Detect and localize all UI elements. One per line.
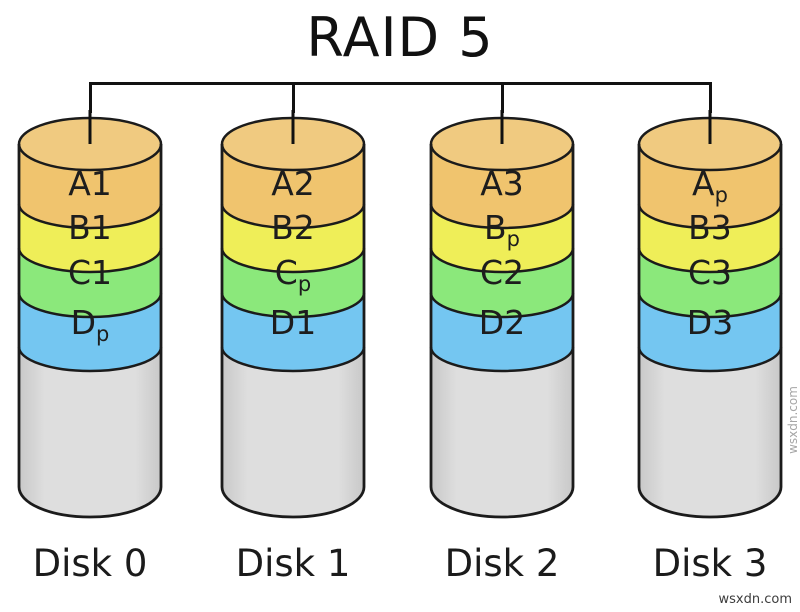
disk-0-block-2-label: C1 xyxy=(68,253,112,292)
disk-3-block-2-label: C3 xyxy=(688,253,732,292)
disk-1-block-1-label: B2 xyxy=(271,208,315,247)
disk-1-stripe-3 xyxy=(222,293,364,371)
disk-0-stripe-edge-1 xyxy=(17,247,163,274)
bus-drop-line-3 xyxy=(708,82,712,113)
watermark-side: wsxdn.com xyxy=(786,386,800,454)
disk-outline-1 xyxy=(220,144,366,519)
disk-0-stripe-0 xyxy=(19,144,161,228)
disk-2-stripe-edge-1 xyxy=(429,247,575,274)
disk-2-block-0-label: A3 xyxy=(480,164,524,203)
bus-drop-line-1 xyxy=(291,82,295,113)
disk-body-2 xyxy=(431,347,573,517)
disk-body-0 xyxy=(19,347,161,517)
disk-0-block-0-label: A1 xyxy=(68,164,112,203)
disk-0-stripe-edge-2 xyxy=(17,292,163,319)
disk-3-stripe-0 xyxy=(639,144,781,228)
disk-1-block-0-label: A2 xyxy=(271,164,315,203)
disk-0-stripe-2 xyxy=(19,248,161,317)
disk-3-stripe-edge-1 xyxy=(637,247,783,274)
disk-2-stripe-edge-3 xyxy=(429,346,575,373)
disk-name-label-1: Disk 1 xyxy=(235,542,351,585)
disk-3-stripe-3 xyxy=(639,293,781,371)
disk-0-stripe-edge-0 xyxy=(17,203,163,230)
disk-0-block-3-label: Dp xyxy=(71,303,110,346)
disk-3-block-3-label: D3 xyxy=(687,303,733,342)
disk-0-block-1-label: B1 xyxy=(68,208,112,247)
disk-outline-2 xyxy=(429,144,575,519)
disk-outline-0 xyxy=(17,144,163,519)
disk-2-block-2-label: C2 xyxy=(480,253,524,292)
disk-2-stripe-edge-0 xyxy=(429,203,575,230)
page-title: RAID 5 xyxy=(306,6,494,69)
disk-2-stripe-3 xyxy=(431,293,573,371)
disk-2-block-1-label: Bp xyxy=(484,208,520,251)
disk-2-stripe-edge-2 xyxy=(429,292,575,319)
bus-drop-line-2 xyxy=(500,82,504,113)
disk-3-stripe-2 xyxy=(639,248,781,317)
disk-1-stripe-edge-2 xyxy=(220,292,366,319)
disk-3-block-0-label: Ap xyxy=(692,164,728,207)
disk-1-stripe-edge-3 xyxy=(220,346,366,373)
disk-1-stripe-2 xyxy=(222,248,364,317)
disk-3-stripe-edge-0 xyxy=(637,203,783,230)
disk-3-block-1-label: B3 xyxy=(688,208,732,247)
disk-1-stripe-edge-0 xyxy=(220,203,366,230)
disk-2-block-3-label: D2 xyxy=(479,303,525,342)
bus-drop-line-0 xyxy=(88,82,92,113)
disk-name-label-0: Disk 0 xyxy=(32,542,148,585)
disk-1-block-3-label: D1 xyxy=(270,303,316,342)
disk-3-stripe-edge-2 xyxy=(637,292,783,319)
disk-0-stripe-3 xyxy=(19,293,161,371)
disk-body-1 xyxy=(222,347,364,517)
disk-3-stripe-1 xyxy=(639,204,781,272)
disk-body-3 xyxy=(639,347,781,517)
watermark-bottom: wsxdn.com xyxy=(718,592,793,607)
disk-1-block-2-label: Cp xyxy=(275,253,311,296)
disk-outline-3 xyxy=(637,144,783,519)
disk-2-stripe-0 xyxy=(431,144,573,228)
disk-2-stripe-2 xyxy=(431,248,573,317)
disk-1-stripe-1 xyxy=(222,204,364,272)
disk-1-stripe-edge-1 xyxy=(220,247,366,274)
disk-2-stripe-1 xyxy=(431,204,573,272)
disk-name-label-3: Disk 3 xyxy=(652,542,768,585)
disk-1-stripe-0 xyxy=(222,144,364,228)
disk-0-stripe-1 xyxy=(19,204,161,272)
disk-0-stripe-edge-3 xyxy=(17,346,163,373)
disk-name-label-2: Disk 2 xyxy=(444,542,560,585)
disk-3-stripe-edge-3 xyxy=(637,346,783,373)
bus-line xyxy=(89,82,711,85)
